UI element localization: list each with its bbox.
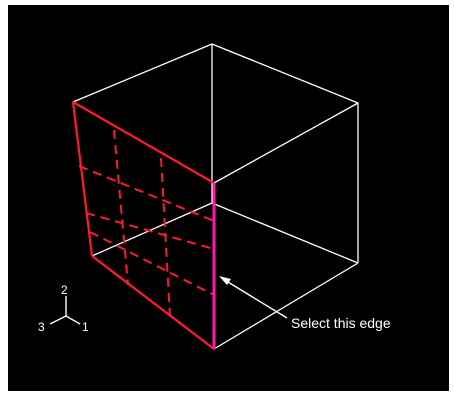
face-edge-left xyxy=(71,101,94,257)
cube-edge-bottom-back-right xyxy=(211,202,359,264)
select-edge-callout: Select this edge xyxy=(291,315,391,331)
partition-vertical-1 xyxy=(113,129,129,286)
cube-edge-bottom-back-left xyxy=(91,202,213,257)
partition-horizontal-2 xyxy=(85,212,215,250)
model-viewport[interactable]: 2 3 1 Select this edge xyxy=(8,5,449,391)
partition-vertical-2 xyxy=(160,157,171,318)
partition-horizontal-3 xyxy=(89,231,215,296)
highlighted-face xyxy=(71,101,215,350)
triad-axis-3-label: 3 xyxy=(38,320,45,334)
cube-wireframe xyxy=(49,43,359,350)
cube-edge-top-back-left xyxy=(72,43,213,103)
partition-horizontal-1 xyxy=(78,165,215,222)
face-edge-bottom xyxy=(91,255,215,350)
cube-edge-top-front-right xyxy=(213,102,359,184)
arrow-pointer-icon xyxy=(219,276,288,319)
triad-axis-1-label: 1 xyxy=(82,320,89,334)
cube-edge-top-back-right xyxy=(211,43,359,104)
cube-edge-bottom-front-right xyxy=(213,262,359,350)
partition-lines xyxy=(78,129,215,318)
face-edge-top xyxy=(72,101,215,184)
view-triad-icon xyxy=(49,296,81,325)
triad-axis-2-label: 2 xyxy=(61,283,68,297)
